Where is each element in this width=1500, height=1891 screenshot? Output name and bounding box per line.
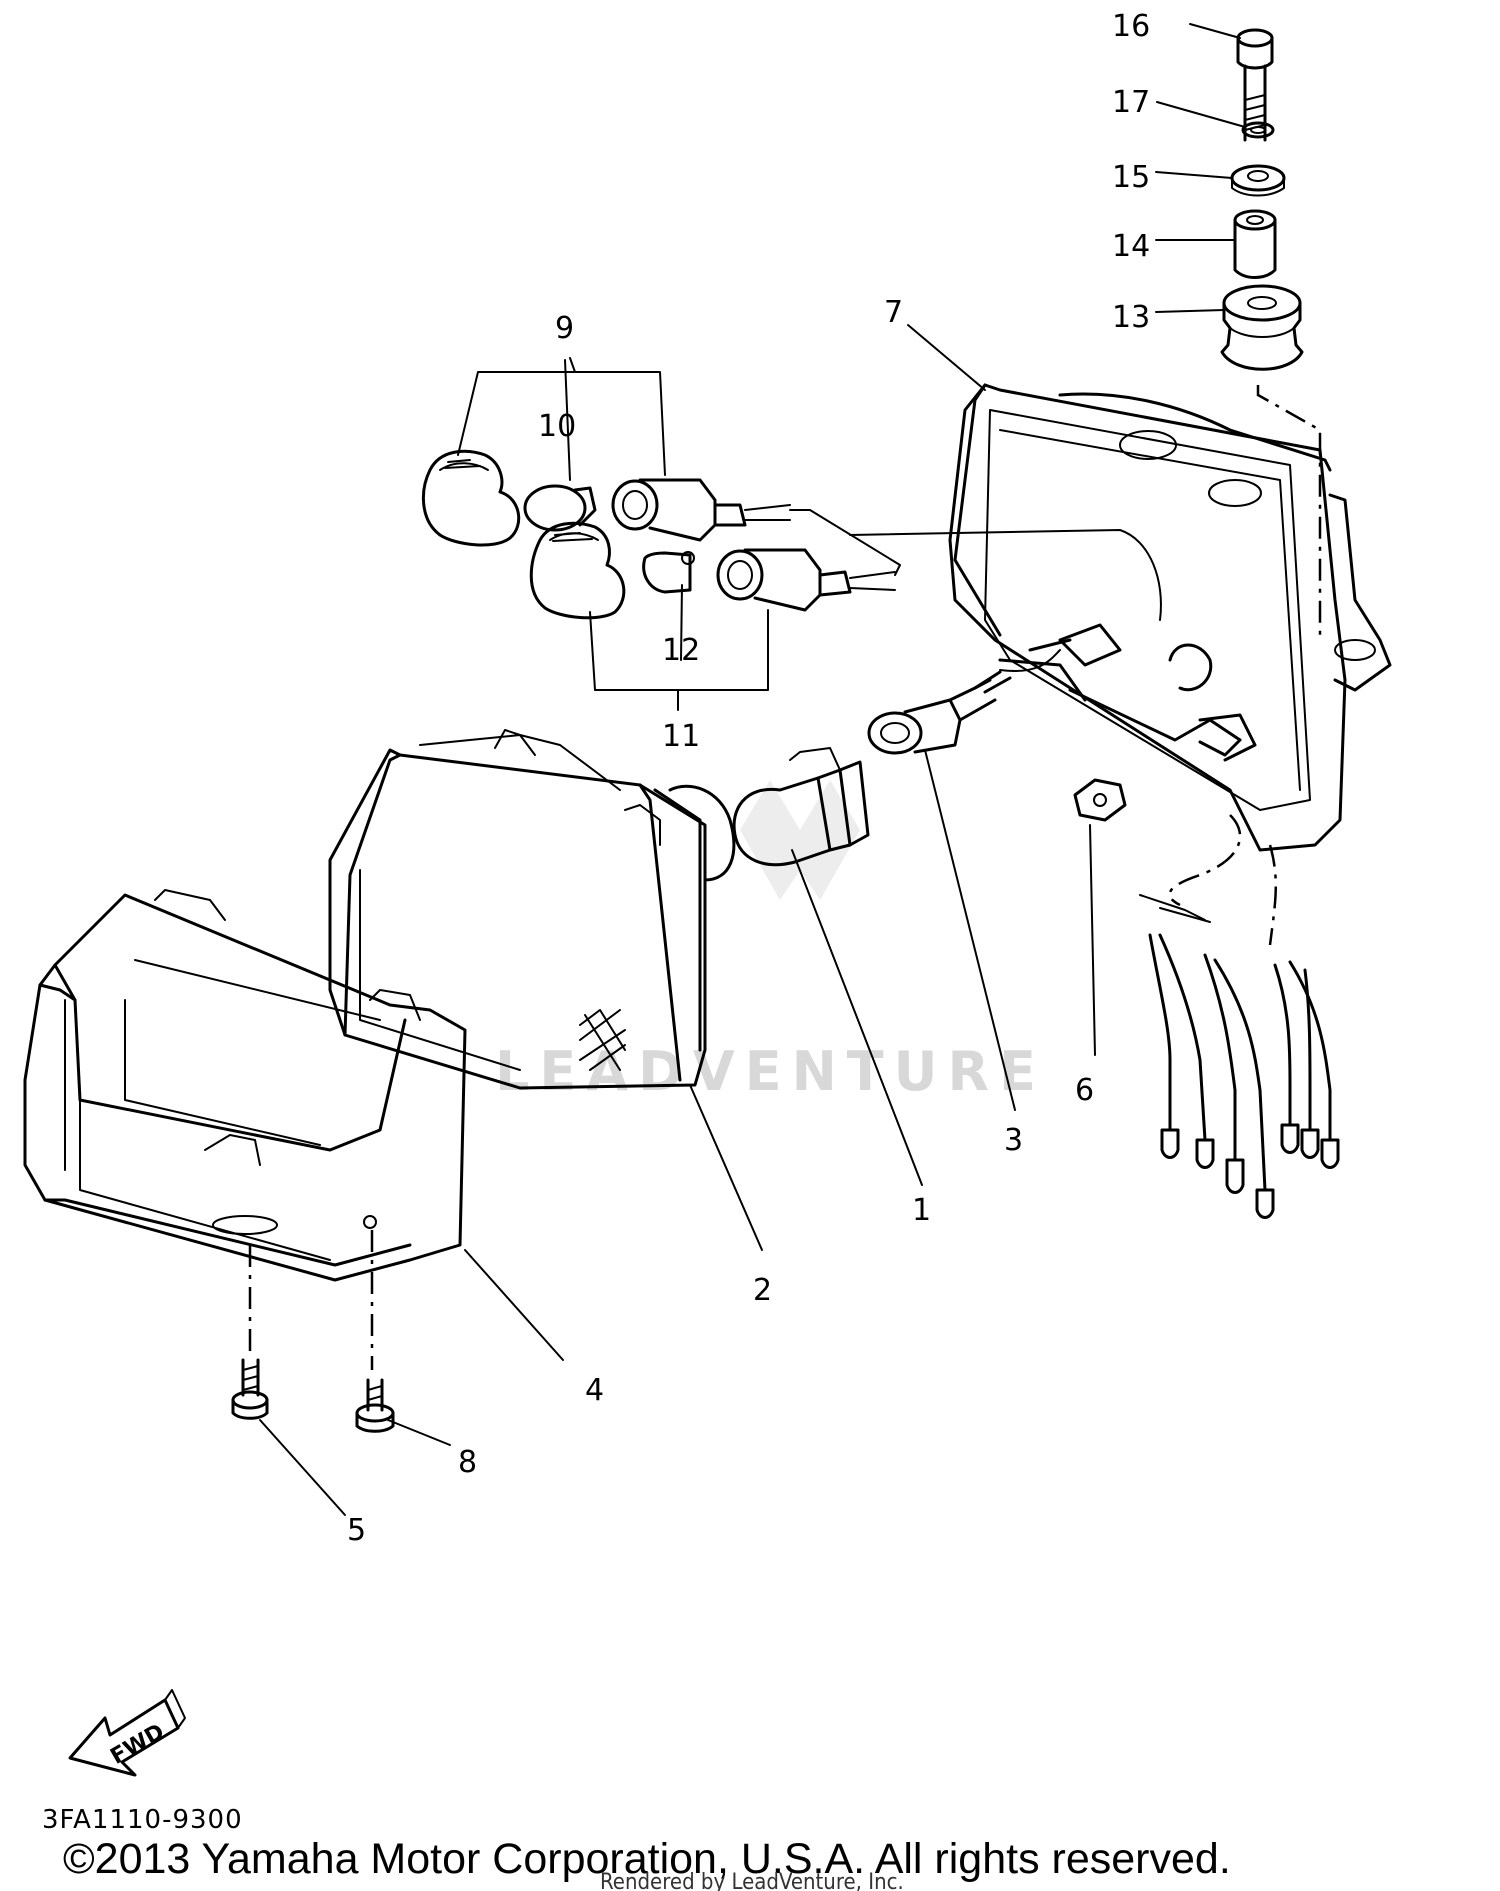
lens-cover-9-upper xyxy=(421,449,521,547)
label-14: 14 xyxy=(1112,229,1150,264)
grommet-13 xyxy=(1220,284,1304,371)
label-6: 6 xyxy=(1075,1073,1094,1108)
label-11: 11 xyxy=(662,719,700,754)
label-15: 15 xyxy=(1112,160,1150,195)
headlight-case xyxy=(948,383,1392,852)
label-8: 8 xyxy=(458,1445,477,1480)
leader-lines xyxy=(259,23,1246,1516)
screw-5 xyxy=(231,1358,269,1420)
label-9: 9 xyxy=(555,311,574,346)
bracket-9 xyxy=(457,371,666,476)
label-3: 3 xyxy=(1004,1123,1023,1158)
label-13: 13 xyxy=(1112,300,1150,335)
headlight-unit xyxy=(328,729,736,1090)
copyright: ©2013 Yamaha Motor Corporation, U.S.A. A… xyxy=(63,1835,1231,1883)
wire-harness xyxy=(1139,814,1340,1219)
label-7: 7 xyxy=(884,295,903,330)
collar-14 xyxy=(1233,209,1277,279)
headlight-rim xyxy=(23,889,467,1282)
svg-text:FWD: FWD xyxy=(106,1719,168,1769)
watermark-text: LEADVENTURE xyxy=(495,1040,1046,1103)
lens-cover-11-lower xyxy=(529,521,626,620)
socket-9-upper xyxy=(611,478,791,542)
bulb-10 xyxy=(523,484,597,532)
label-1: 1 xyxy=(912,1193,931,1228)
clip-nut xyxy=(1073,778,1127,822)
rendered-by: Rendered by LeadVenture, Inc. xyxy=(600,1870,904,1891)
label-10: 10 xyxy=(538,409,576,444)
socket-11-lower xyxy=(716,548,896,612)
lock-washer-17 xyxy=(1241,121,1275,139)
bracket-11 xyxy=(589,609,769,691)
bulb-socket xyxy=(867,670,1012,755)
label-2: 2 xyxy=(753,1273,772,1308)
bulb-12 xyxy=(642,551,695,594)
screw-8 xyxy=(355,1378,395,1433)
label-17: 17 xyxy=(1112,85,1150,120)
label-5: 5 xyxy=(347,1513,366,1548)
label-16: 16 xyxy=(1112,9,1150,44)
headlight-bulb xyxy=(732,747,870,867)
washer-15 xyxy=(1230,164,1286,197)
label-4: 4 xyxy=(585,1373,604,1408)
fwd-arrow: FWD xyxy=(68,1689,186,1777)
watermark-logo xyxy=(740,780,860,900)
drawing-code: 3FA1110-9300 xyxy=(42,1805,243,1835)
label-12: 12 xyxy=(662,633,700,668)
